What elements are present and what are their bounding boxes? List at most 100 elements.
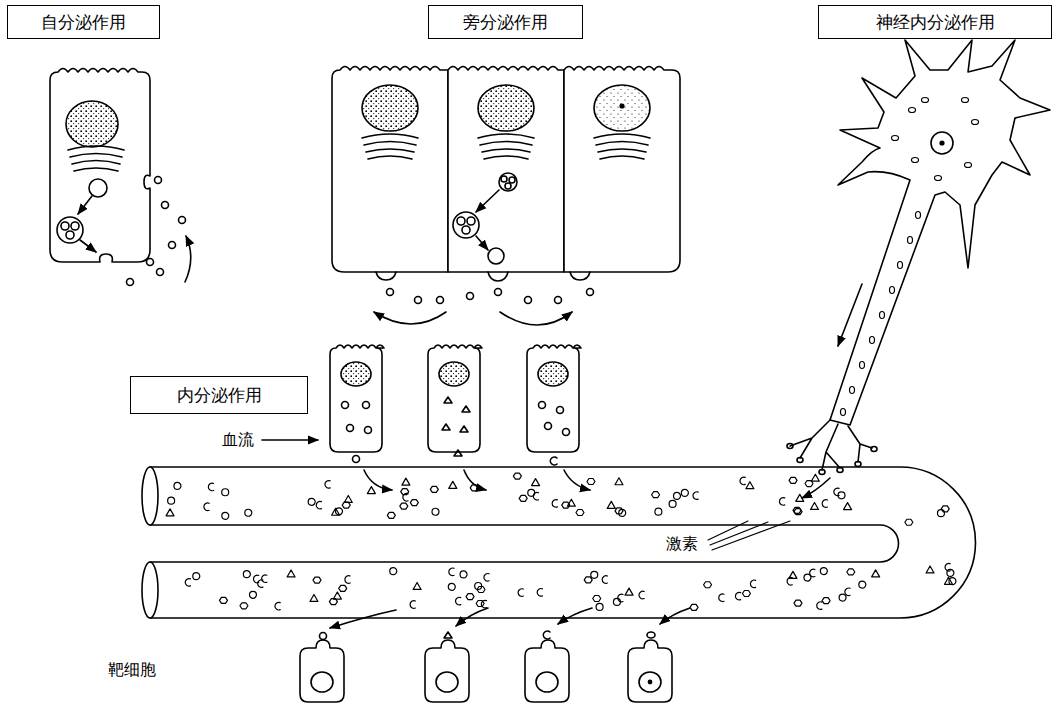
hormone-particle [944, 577, 952, 584]
hormone-particle [937, 510, 944, 517]
hormone-particle [481, 600, 486, 608]
target-cells [300, 608, 690, 702]
hormone-particle [537, 589, 542, 597]
hormone-particle [693, 492, 698, 500]
hormone-particle [735, 592, 740, 600]
hormone-particle [342, 502, 350, 508]
hormone-particle [310, 594, 318, 601]
hormone-particle [222, 489, 229, 496]
hormone-particle [533, 492, 538, 500]
hormone-particle [432, 508, 439, 515]
hormone-particle [410, 500, 418, 506]
hormone-particle [287, 570, 295, 577]
hormone-particle [345, 576, 350, 584]
target-label: 靶细胞 [106, 660, 158, 679]
hormone-particle [519, 495, 527, 501]
hormone-particle [673, 492, 680, 499]
hormone-particle [847, 569, 855, 575]
hormone-particle [820, 568, 827, 575]
hormone-particle [613, 598, 620, 605]
hormone-particle [249, 591, 256, 598]
hormone-particle [567, 499, 575, 506]
hormone-particle [615, 478, 623, 485]
hormone-particle [325, 481, 330, 489]
hormone-particle [390, 568, 397, 575]
hormone-particle [275, 602, 280, 610]
caption-box: 旁分泌作用 [428, 5, 583, 39]
hormone-particle [587, 479, 595, 485]
hormone-particle [596, 603, 603, 610]
hormone-particle [845, 588, 850, 596]
hormone-particle [449, 481, 457, 488]
caption-text: 自分泌作用 [41, 12, 126, 32]
hormone-particle [838, 492, 845, 499]
caption-text: 神经内分泌作用 [876, 12, 995, 32]
hormone-particle [168, 497, 175, 504]
hormone-particle [449, 568, 454, 576]
hormone-particle [460, 571, 467, 578]
hormone-particle [817, 602, 822, 610]
hormone-particle [316, 501, 321, 509]
caption-box: 内分泌作用 [130, 376, 308, 414]
hormone-particle [219, 597, 227, 603]
caption-box: 神经内分泌作用 [818, 5, 1052, 39]
hormone-particle [719, 594, 724, 602]
hormone-particle [470, 485, 478, 491]
hormone-particle [746, 482, 754, 489]
hormone-particle [811, 502, 819, 509]
hormone-particle [245, 509, 252, 516]
hormone-particle [367, 487, 375, 494]
hormone-particle [690, 604, 698, 610]
hormone-particle [655, 508, 662, 515]
hormone-particle [262, 575, 267, 583]
hormone-particle [811, 474, 819, 481]
caption-box: 自分泌作用 [7, 5, 160, 39]
hormone-particle [796, 494, 804, 501]
hormone-particle [822, 598, 830, 604]
paracrine-cells [332, 67, 680, 326]
hormone-particle [193, 573, 200, 580]
hormone-particle [742, 590, 750, 596]
hormone-particle [466, 594, 474, 600]
hormone-particle [805, 481, 813, 487]
hormone-particle [789, 477, 797, 483]
hormone-particle [669, 500, 676, 507]
hormone-particle [839, 594, 846, 601]
hormone-particle [513, 473, 521, 479]
hormone-particle [591, 571, 598, 578]
hormone-particle [750, 580, 755, 588]
hormone-particle [625, 588, 633, 595]
hormone-particle [430, 486, 438, 492]
hormone-particle [336, 508, 343, 515]
endocrine-cells [330, 345, 590, 490]
hormone-particle [400, 503, 408, 509]
hormone-particle [401, 489, 409, 495]
hormone-particle [681, 489, 688, 496]
blood-vessel [142, 440, 975, 618]
hormone-particle [822, 500, 827, 508]
hormone-particle [793, 507, 801, 513]
hormone-particle [652, 492, 660, 498]
hormone-particle [313, 577, 321, 583]
autocrine-cell [50, 69, 191, 286]
hormone-particle [240, 603, 248, 609]
hormone-particle [859, 581, 866, 588]
hormone-label: 激素 [664, 534, 700, 553]
flow-label: 血流 [220, 430, 256, 449]
hormone-particle [484, 574, 489, 582]
hormone-particle [639, 591, 644, 599]
hormone-particle [518, 589, 523, 597]
hormone-particle [740, 477, 745, 485]
hormone-particle [532, 479, 540, 486]
hormone-particle [872, 570, 880, 577]
hormone-particle [794, 600, 802, 606]
hormone-particle [947, 569, 954, 576]
hormone-particle [941, 506, 949, 512]
hormone-particle [185, 579, 190, 587]
hormone-particle [410, 601, 415, 609]
hormone-particle [413, 582, 421, 589]
hormone-particle [166, 509, 174, 516]
hormone-particle [576, 509, 584, 515]
hormone-particle [387, 512, 395, 518]
hormone-particle [704, 582, 712, 588]
